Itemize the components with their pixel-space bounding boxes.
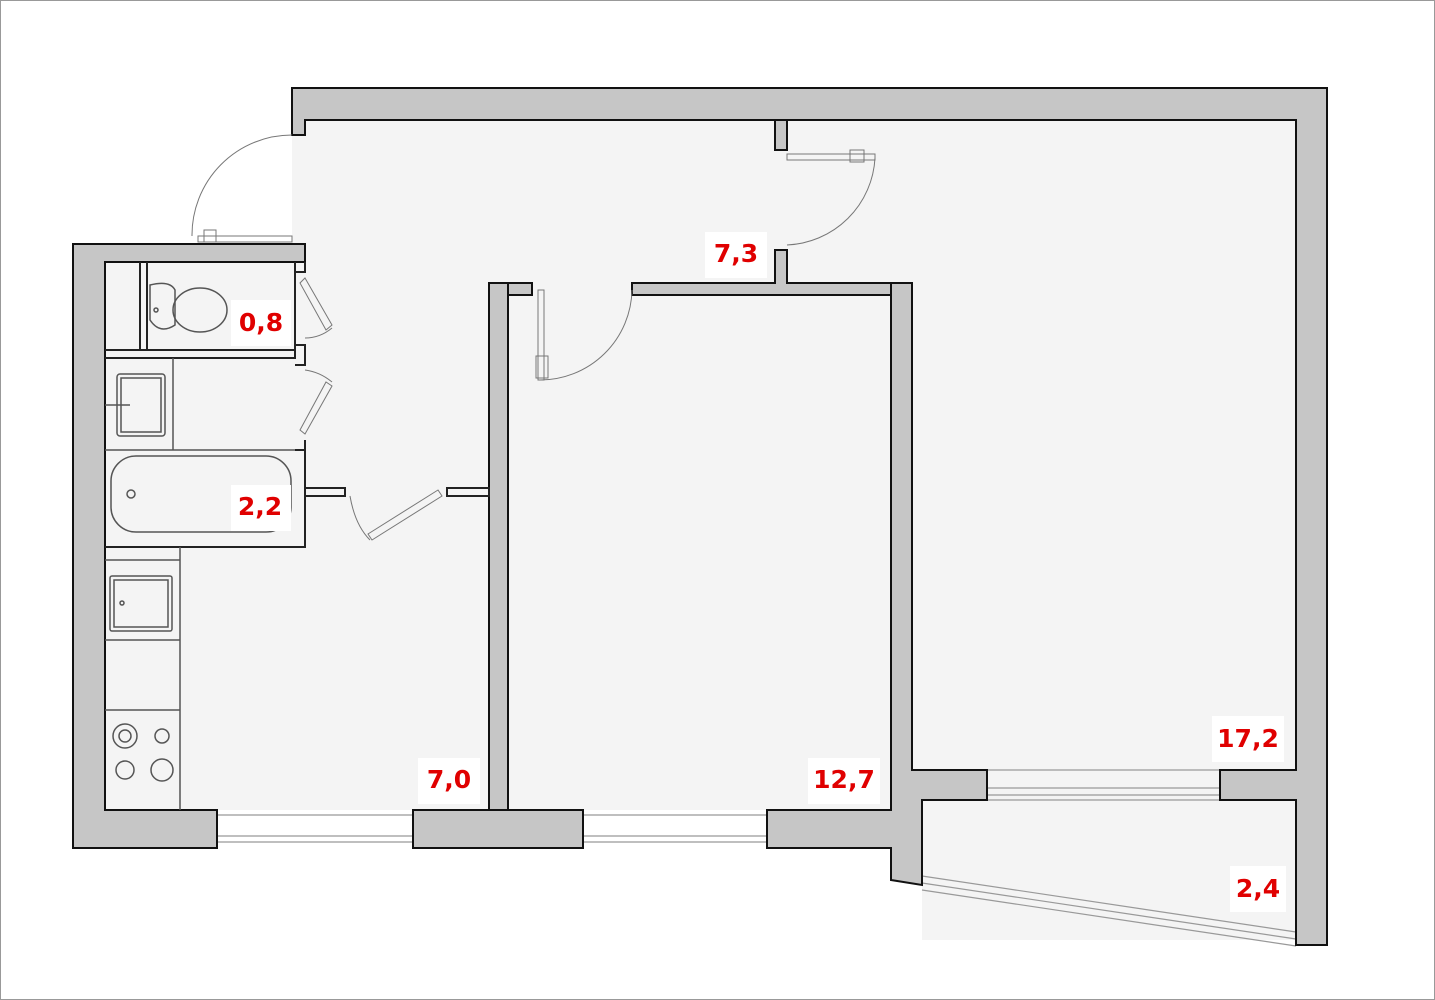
- svg-text:7,0: 7,0: [427, 765, 471, 794]
- floor-areas: [73, 120, 1296, 940]
- balcony-area-label: 2,4: [1230, 866, 1286, 912]
- bathroom-door: [299, 369, 333, 435]
- doors: [191, 134, 876, 541]
- toilet-area-label: 0,8: [231, 300, 291, 346]
- hallway-area-label: 7,3: [705, 232, 767, 278]
- living-room-area-label: 17,2: [1212, 716, 1284, 762]
- wall-segment: [412, 809, 584, 849]
- svg-text:0,8: 0,8: [239, 308, 283, 337]
- kitchen-door: [349, 489, 443, 541]
- kitchen-window: [217, 814, 413, 843]
- balcony-glazing: [921, 875, 1297, 947]
- kitchen-area-label: 7,0: [418, 758, 480, 804]
- bedroom-area-label: 12,7: [808, 758, 880, 804]
- svg-text:2,2: 2,2: [238, 492, 282, 521]
- hallway-door: [786, 149, 876, 246]
- svg-text:7,3: 7,3: [714, 239, 758, 268]
- kitchen-sink-icon: [109, 575, 173, 632]
- partitions: [105, 262, 490, 548]
- bathroom-area-label: 2,2: [231, 485, 291, 531]
- wall-kitchen-bedroom: [488, 282, 509, 811]
- kitchen-counter: [105, 547, 181, 810]
- sink-icon: [105, 373, 166, 437]
- outer-wall-left: [72, 243, 306, 849]
- wall-bedroom-top: [631, 249, 892, 296]
- toilet-icon: [149, 282, 228, 333]
- svg-text:12,7: 12,7: [813, 765, 875, 794]
- balcony-door-window: [987, 769, 1220, 801]
- bedroom-door: [535, 289, 633, 381]
- walls: [72, 87, 1328, 946]
- stove-icon: [112, 723, 174, 782]
- toilet-door: [299, 277, 333, 339]
- windows: [217, 769, 1297, 947]
- wall-stub-top: [774, 119, 788, 151]
- svg-text:17,2: 17,2: [1217, 724, 1279, 753]
- entrance-door: [191, 134, 293, 243]
- outer-wall-top-right: [291, 87, 1328, 946]
- bedroom-window: [583, 814, 767, 843]
- room-labels: 0,8 2,2 7,3 7,0 12,7 17,2 2,4: [231, 232, 1286, 912]
- svg-text:2,4: 2,4: [1236, 874, 1280, 903]
- wall-stub: [507, 282, 533, 296]
